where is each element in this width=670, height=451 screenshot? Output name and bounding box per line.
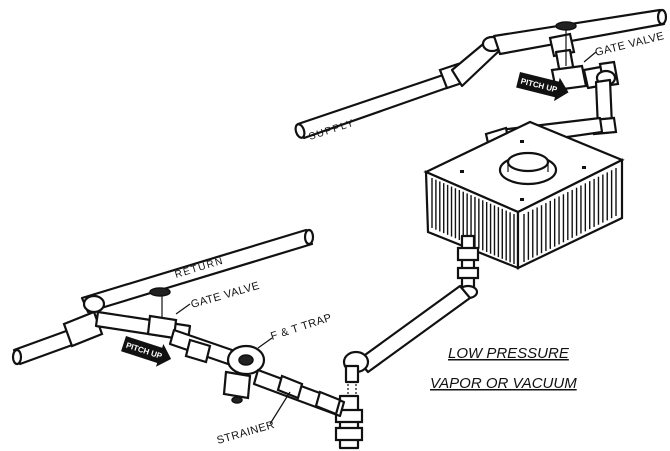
strainer — [222, 370, 252, 400]
strainer-label: STRAINER — [216, 419, 277, 447]
title-line-1: LOW PRESSURE — [448, 345, 570, 362]
supply-piping: PITCH UP SUPPLY GATE VALVE — [294, 8, 668, 204]
ft-trap-label: F & T TRAP — [269, 312, 333, 343]
right-louvers — [523, 168, 617, 262]
bottom-valve-handwheel-icon — [149, 287, 171, 297]
pitch-up-arrow-top: PITCH UP — [516, 72, 569, 102]
return-drop-piping — [334, 234, 480, 450]
return-piping: PITCH UP RETURN GATE VALVE F & T TRAP ST… — [11, 228, 346, 447]
unit-heater — [423, 120, 625, 270]
title-line-2: VAPOR OR VACUUM — [430, 375, 577, 392]
top-valve-handwheel-icon — [555, 21, 577, 31]
bottom-gate-valve-label: GATE VALVE — [190, 280, 262, 311]
